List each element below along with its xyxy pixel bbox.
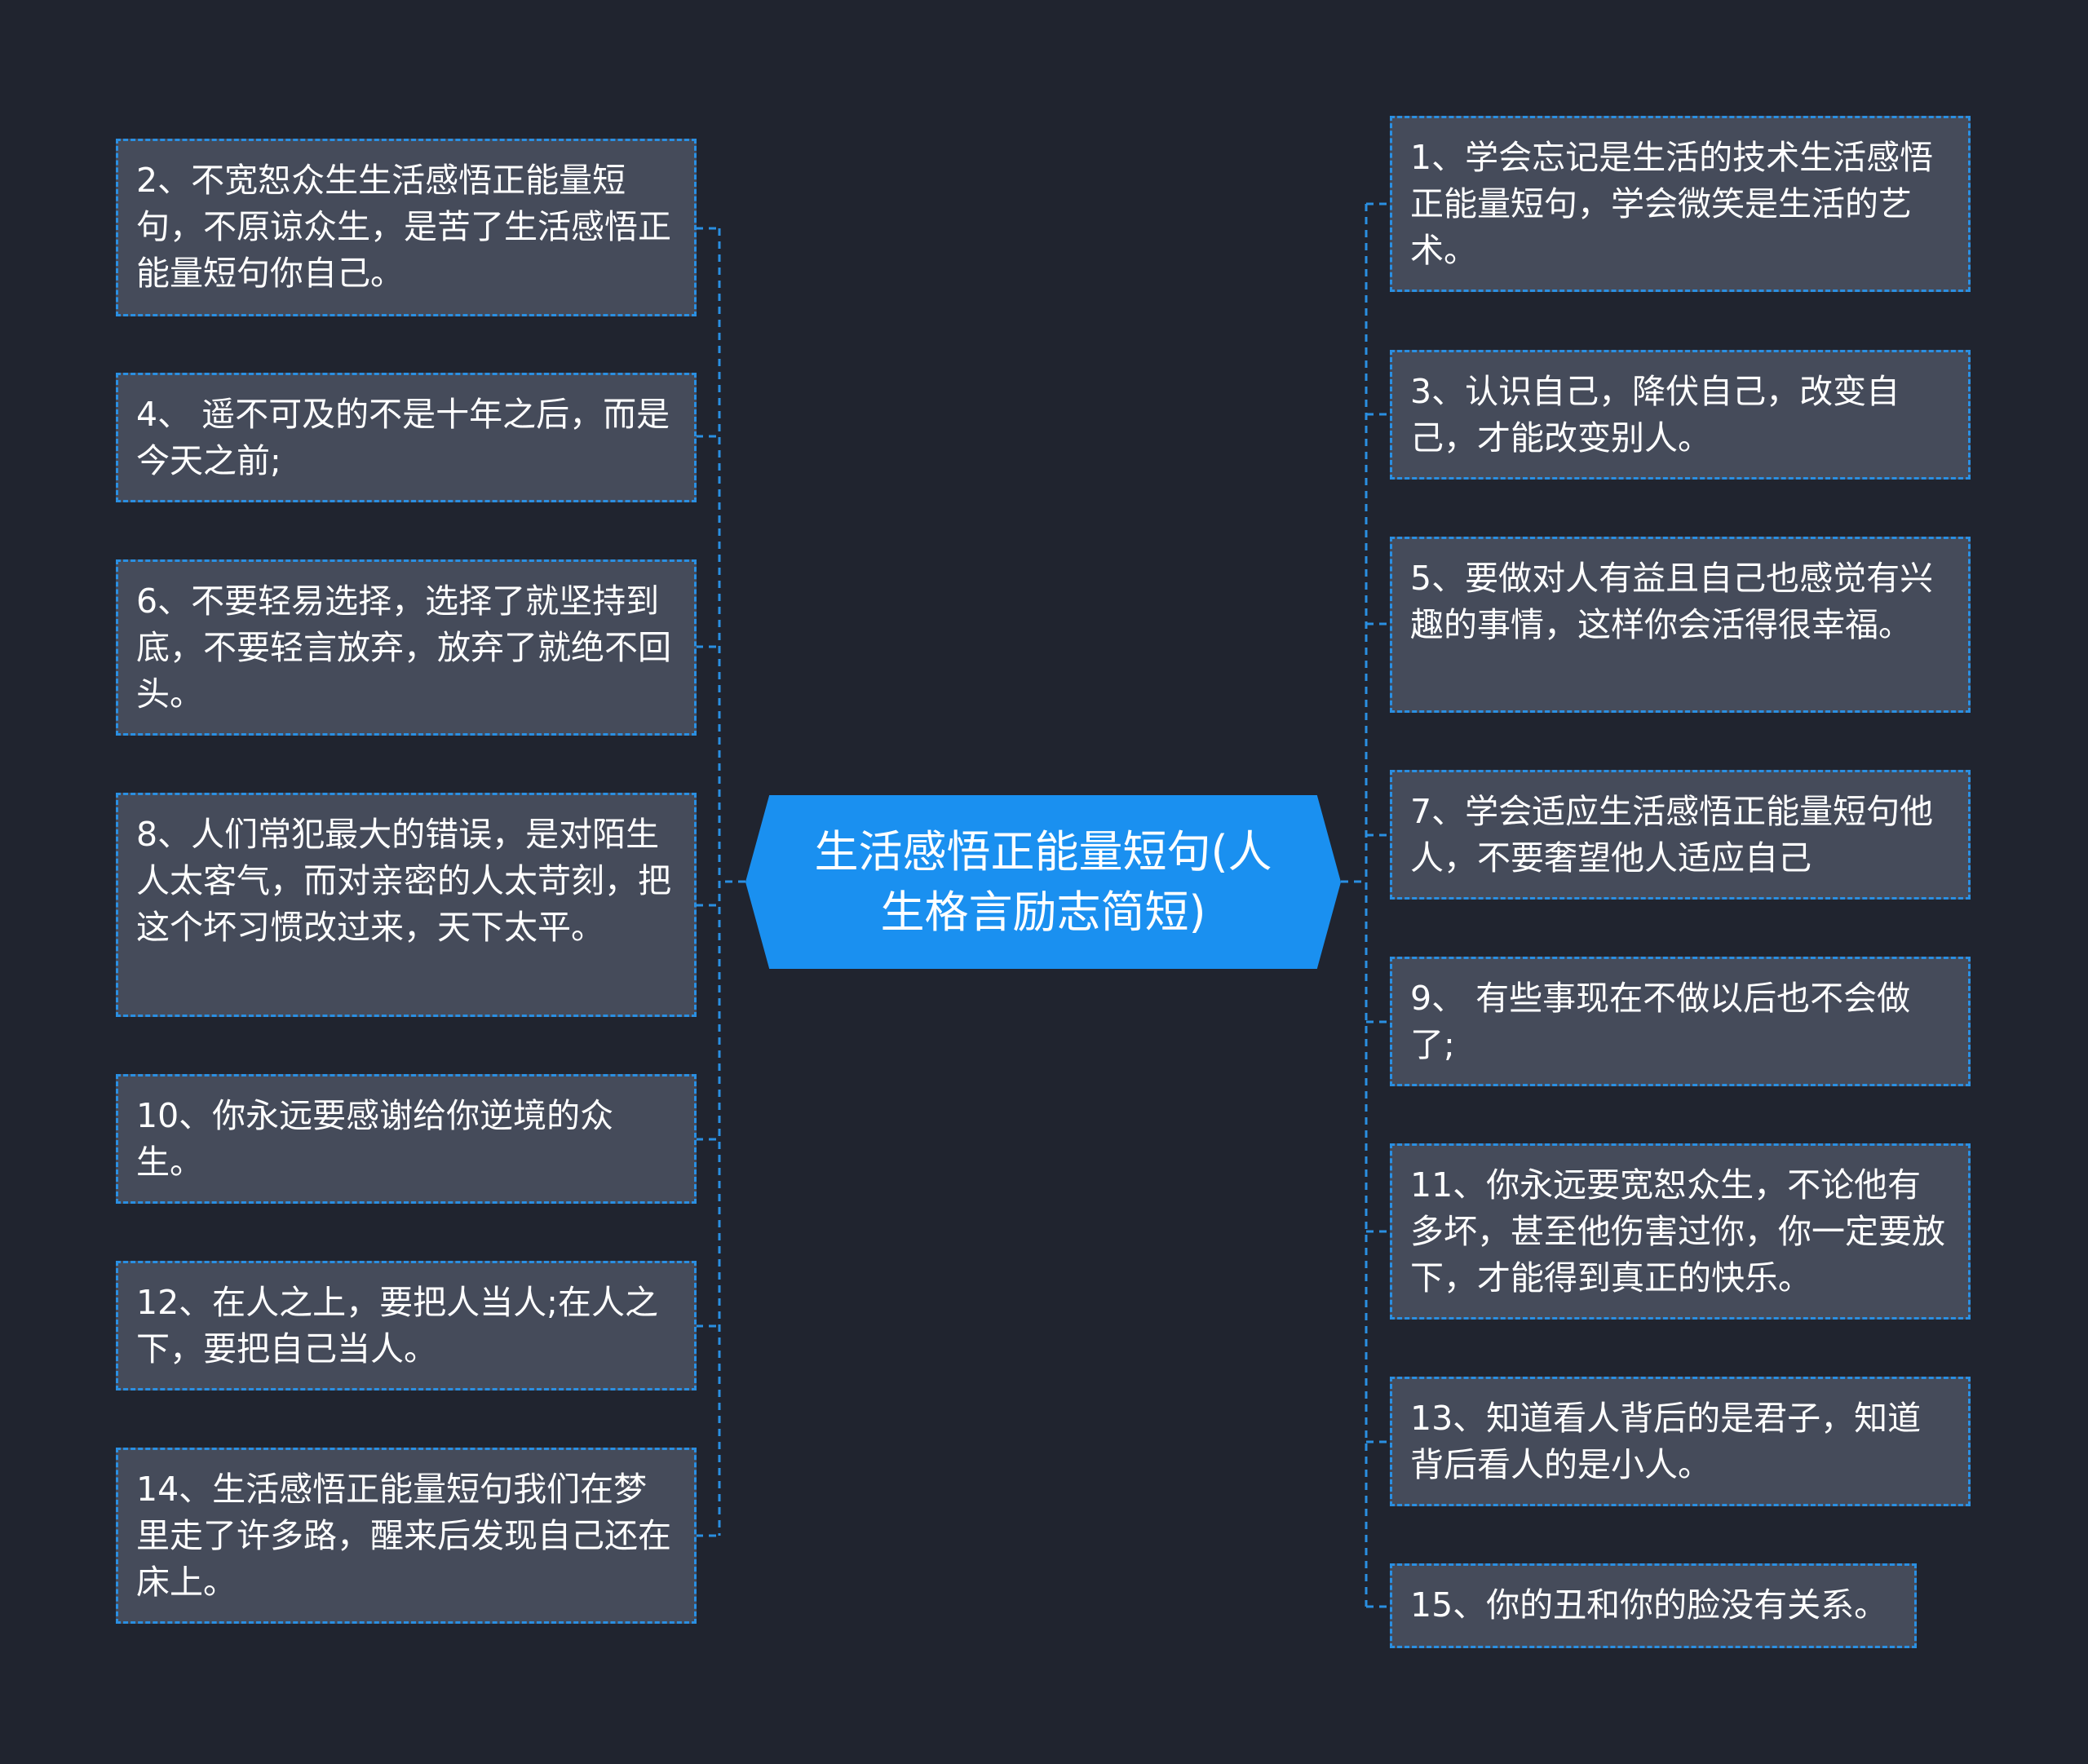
topic-text: 11、你永远要宽恕众生，不论他有多坏，甚至他伤害过你，你一定要放下，才能得到真正…: [1410, 1165, 1945, 1298]
topic-node[interactable]: 11、你永远要宽恕众生，不论他有多坏，甚至他伤害过你，你一定要放下，才能得到真正…: [1390, 1143, 1971, 1320]
topic-text: 7、学会适应生活感悟正能量短句他人，不要奢望他人适应自己: [1410, 792, 1934, 878]
topic-node[interactable]: 9、 有些事现在不做以后也不会做了;: [1390, 957, 1971, 1086]
topic-node[interactable]: 13、知道看人背后的是君子，知道背后看人的是小人。: [1390, 1377, 1971, 1506]
topic-node[interactable]: 3、认识自己，降伏自己，改变自己，才能改变别人。: [1390, 350, 1971, 480]
topic-node[interactable]: 12、在人之上，要把人当人;在人之下，要把自己当人。: [116, 1261, 697, 1390]
topic-text: 10、你永远要感谢给你逆境的众生。: [136, 1096, 614, 1182]
central-topic[interactable]: 生活感悟正能量短句(人生格言励志简短): [745, 795, 1341, 969]
topic-text: 14、生活感悟正能量短句我们在梦里走了许多路，醒来后发现自己还在床上。: [136, 1470, 671, 1602]
central-topic-label: 生活感悟正能量短句(人生格言励志简短): [814, 825, 1272, 938]
topic-text: 1、学会忘记是生活的技术生活感悟正能量短句，学会微笑是生活的艺术。: [1410, 138, 1934, 270]
topic-node[interactable]: 1、学会忘记是生活的技术生活感悟正能量短句，学会微笑是生活的艺术。: [1390, 116, 1971, 292]
topic-text: 9、 有些事现在不做以后也不会做了;: [1410, 979, 1911, 1064]
topic-text: 6、不要轻易选择，选择了就坚持到底，不要轻言放弃，放弃了就绝不回头。: [136, 581, 671, 714]
topic-node[interactable]: 6、不要轻易选择，选择了就坚持到底，不要轻言放弃，放弃了就绝不回头。: [116, 559, 697, 736]
topic-text: 12、在人之上，要把人当人;在人之下，要把自己当人。: [136, 1283, 658, 1368]
topic-node[interactable]: 10、你永远要感谢给你逆境的众生。: [116, 1074, 697, 1204]
topic-node[interactable]: 7、学会适应生活感悟正能量短句他人，不要奢望他人适应自己: [1390, 770, 1971, 900]
topic-node[interactable]: 4、 遥不可及的不是十年之后，而是今天之前;: [116, 373, 697, 502]
topic-node[interactable]: 8、人们常犯最大的错误，是对陌生人太客气，而对亲密的人太苛刻，把这个坏习惯改过来…: [116, 793, 697, 1017]
topic-text: 2、不宽恕众生生活感悟正能量短句，不原谅众生，是苦了生活感悟正能量短句你自己。: [136, 161, 671, 293]
topic-text: 5、要做对人有益且自己也感觉有兴趣的事情，这样你会活得很幸福。: [1410, 559, 1934, 644]
topic-text: 15、你的丑和你的脸没有关系。: [1410, 1585, 1888, 1625]
topic-text: 3、认识自己，降伏自己，改变自己，才能改变别人。: [1410, 372, 1900, 458]
topic-node[interactable]: 5、要做对人有益且自己也感觉有兴趣的事情，这样你会活得很幸福。: [1390, 537, 1971, 713]
topic-text: 4、 遥不可及的不是十年之后，而是今天之前;: [136, 395, 670, 480]
topic-node[interactable]: 15、你的丑和你的脸没有关系。: [1390, 1563, 1917, 1648]
topic-text: 13、知道看人背后的是君子，知道背后看人的是小人。: [1410, 1399, 1922, 1484]
topic-node[interactable]: 14、生活感悟正能量短句我们在梦里走了许多路，醒来后发现自己还在床上。: [116, 1448, 697, 1624]
topic-text: 8、人们常犯最大的错误，是对陌生人太客气，而对亲密的人太苛刻，把这个坏习惯改过来…: [136, 815, 671, 947]
topic-node[interactable]: 2、不宽恕众生生活感悟正能量短句，不原谅众生，是苦了生活感悟正能量短句你自己。: [116, 139, 697, 316]
